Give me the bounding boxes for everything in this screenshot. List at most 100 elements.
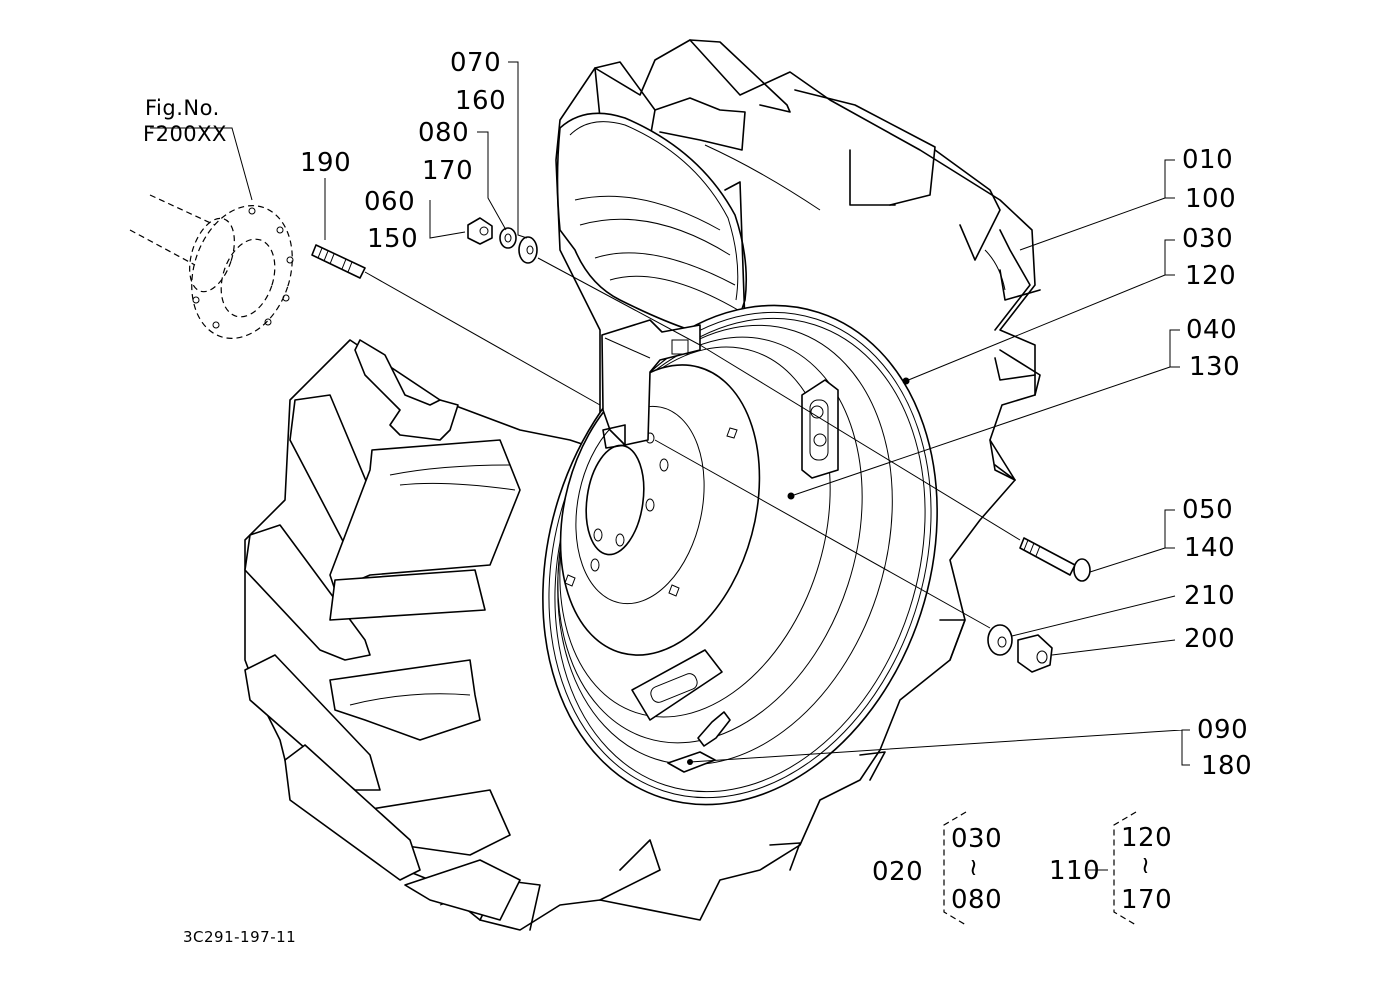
- washer-bore: [526, 245, 534, 255]
- flange-hub: [189, 217, 235, 293]
- callout-010[interactable]: 010: [1182, 145, 1234, 175]
- bolt-threads: [1023, 539, 1041, 557]
- callout-140[interactable]: 140: [1184, 533, 1236, 563]
- axle-line-upper: [149, 194, 216, 226]
- lock-washer-080: [499, 227, 517, 249]
- group-020-from[interactable]: 030: [951, 824, 1003, 854]
- callout-170[interactable]: 170: [422, 156, 474, 186]
- leader-fig-ref: [150, 127, 253, 201]
- callout-200[interactable]: 200: [1184, 624, 1236, 654]
- assembly-axis-nut-lower: [654, 439, 991, 629]
- tire-lug-right-3: [984, 249, 1006, 291]
- leader-060: [429, 200, 466, 239]
- tube-inner-5: [609, 275, 739, 311]
- rim-cut-slot: [671, 339, 689, 355]
- tire-lug-right-6: [994, 357, 1036, 381]
- tire-lug-top-1: [594, 61, 656, 151]
- tire-lug-left-1: [354, 339, 459, 441]
- fig-ref-line2: F200XX: [143, 122, 227, 146]
- leader-070: [508, 61, 528, 239]
- tire-lug-top-6: [704, 144, 821, 211]
- tire-lug-lower-2: [859, 751, 886, 781]
- tire-lug-left-5: [329, 569, 486, 621]
- group-020-range-icon: ≀: [969, 853, 979, 881]
- nut-bore: [1036, 650, 1048, 664]
- flange-hole: [282, 294, 290, 302]
- tire-lug-left-9: [284, 744, 421, 881]
- assembly-axis-nut: [537, 257, 701, 346]
- callout-030[interactable]: 030: [1182, 224, 1234, 254]
- rim-cutaway-section: [601, 319, 701, 446]
- assembly-axis-bolt: [699, 344, 1021, 541]
- tire-lug-left-10: [404, 859, 521, 921]
- group-110-from[interactable]: 120: [1121, 823, 1173, 853]
- callout-090[interactable]: 090: [1197, 715, 1249, 745]
- disc-vent: [726, 427, 738, 439]
- callout-180[interactable]: 180: [1201, 751, 1253, 781]
- callout-100[interactable]: 100: [1185, 184, 1237, 214]
- axle-flange: [129, 194, 294, 339]
- group-110-to[interactable]: 170: [1121, 885, 1173, 915]
- callout-210[interactable]: 210: [1184, 581, 1236, 611]
- wheel-disc: [559, 364, 761, 656]
- callout-150[interactable]: 150: [367, 224, 419, 254]
- callout-040[interactable]: 040: [1186, 315, 1238, 345]
- leader-210: [1011, 595, 1176, 637]
- callout-120[interactable]: 120: [1185, 261, 1237, 291]
- hub-bolt-circle: [575, 405, 705, 605]
- rim: [542, 304, 938, 806]
- group-110-parent[interactable]: 110: [1049, 856, 1101, 886]
- leader-040: [790, 329, 1180, 497]
- tire-lug-right-2: [994, 229, 1031, 331]
- tube-cutaway: [556, 112, 747, 335]
- leader-090: [689, 729, 1190, 766]
- rim-cut-edge: [604, 337, 651, 359]
- group-brackets: [943, 811, 1137, 926]
- bolt-hole: [615, 533, 625, 547]
- tire-lug-right-5: [999, 349, 1041, 396]
- tire-lug-lower-3: [769, 842, 801, 871]
- callout-080[interactable]: 080: [418, 118, 470, 148]
- bolt-hole: [645, 498, 655, 512]
- flange-hole: [276, 226, 284, 234]
- tire-lug-left-6-face: [349, 693, 471, 706]
- washer-bore: [504, 233, 512, 243]
- callout-190[interactable]: 190: [300, 148, 352, 178]
- disc-vent: [564, 574, 576, 587]
- group-020-to[interactable]: 080: [951, 885, 1003, 915]
- flange-hole: [286, 256, 294, 264]
- disc-vent: [668, 584, 680, 597]
- flange-hole: [192, 296, 200, 304]
- flange-hole: [264, 318, 272, 326]
- callout-050[interactable]: 050: [1182, 495, 1234, 525]
- hex-bolt-050: [1019, 537, 1076, 576]
- tube-inner-1: [569, 121, 739, 301]
- group-020-parent[interactable]: 020: [872, 857, 924, 887]
- drawing-number: 3C291-197-11: [183, 928, 297, 946]
- flange-outer: [191, 205, 293, 339]
- tire-lug-top-4: [794, 89, 936, 206]
- bolt-head: [1073, 558, 1091, 582]
- callout-130[interactable]: 130: [1189, 352, 1241, 382]
- tire-lug-left-3: [329, 439, 521, 591]
- flange-inner: [220, 238, 276, 318]
- callout-070[interactable]: 070: [450, 48, 502, 78]
- bracket-slot: [650, 673, 698, 703]
- bolt-hole: [659, 458, 669, 472]
- flange-hole: [212, 321, 220, 329]
- leader-050: [1089, 509, 1175, 573]
- weight-bracket-lower: [631, 649, 723, 721]
- bracket-hole: [810, 405, 824, 419]
- leader-080: [477, 131, 507, 231]
- weight-bracket-upper: [801, 379, 839, 479]
- flange-hole: [248, 207, 256, 215]
- tire-lug-top-5: [849, 149, 896, 206]
- nut-200: [1017, 634, 1053, 673]
- callout-160[interactable]: 160: [455, 86, 507, 116]
- tire-lug-right-4: [999, 269, 1041, 301]
- callout-060[interactable]: 060: [364, 187, 416, 217]
- bracket-group-020: [943, 811, 967, 926]
- leader-lines: [150, 61, 1190, 871]
- nut-bore: [479, 226, 489, 236]
